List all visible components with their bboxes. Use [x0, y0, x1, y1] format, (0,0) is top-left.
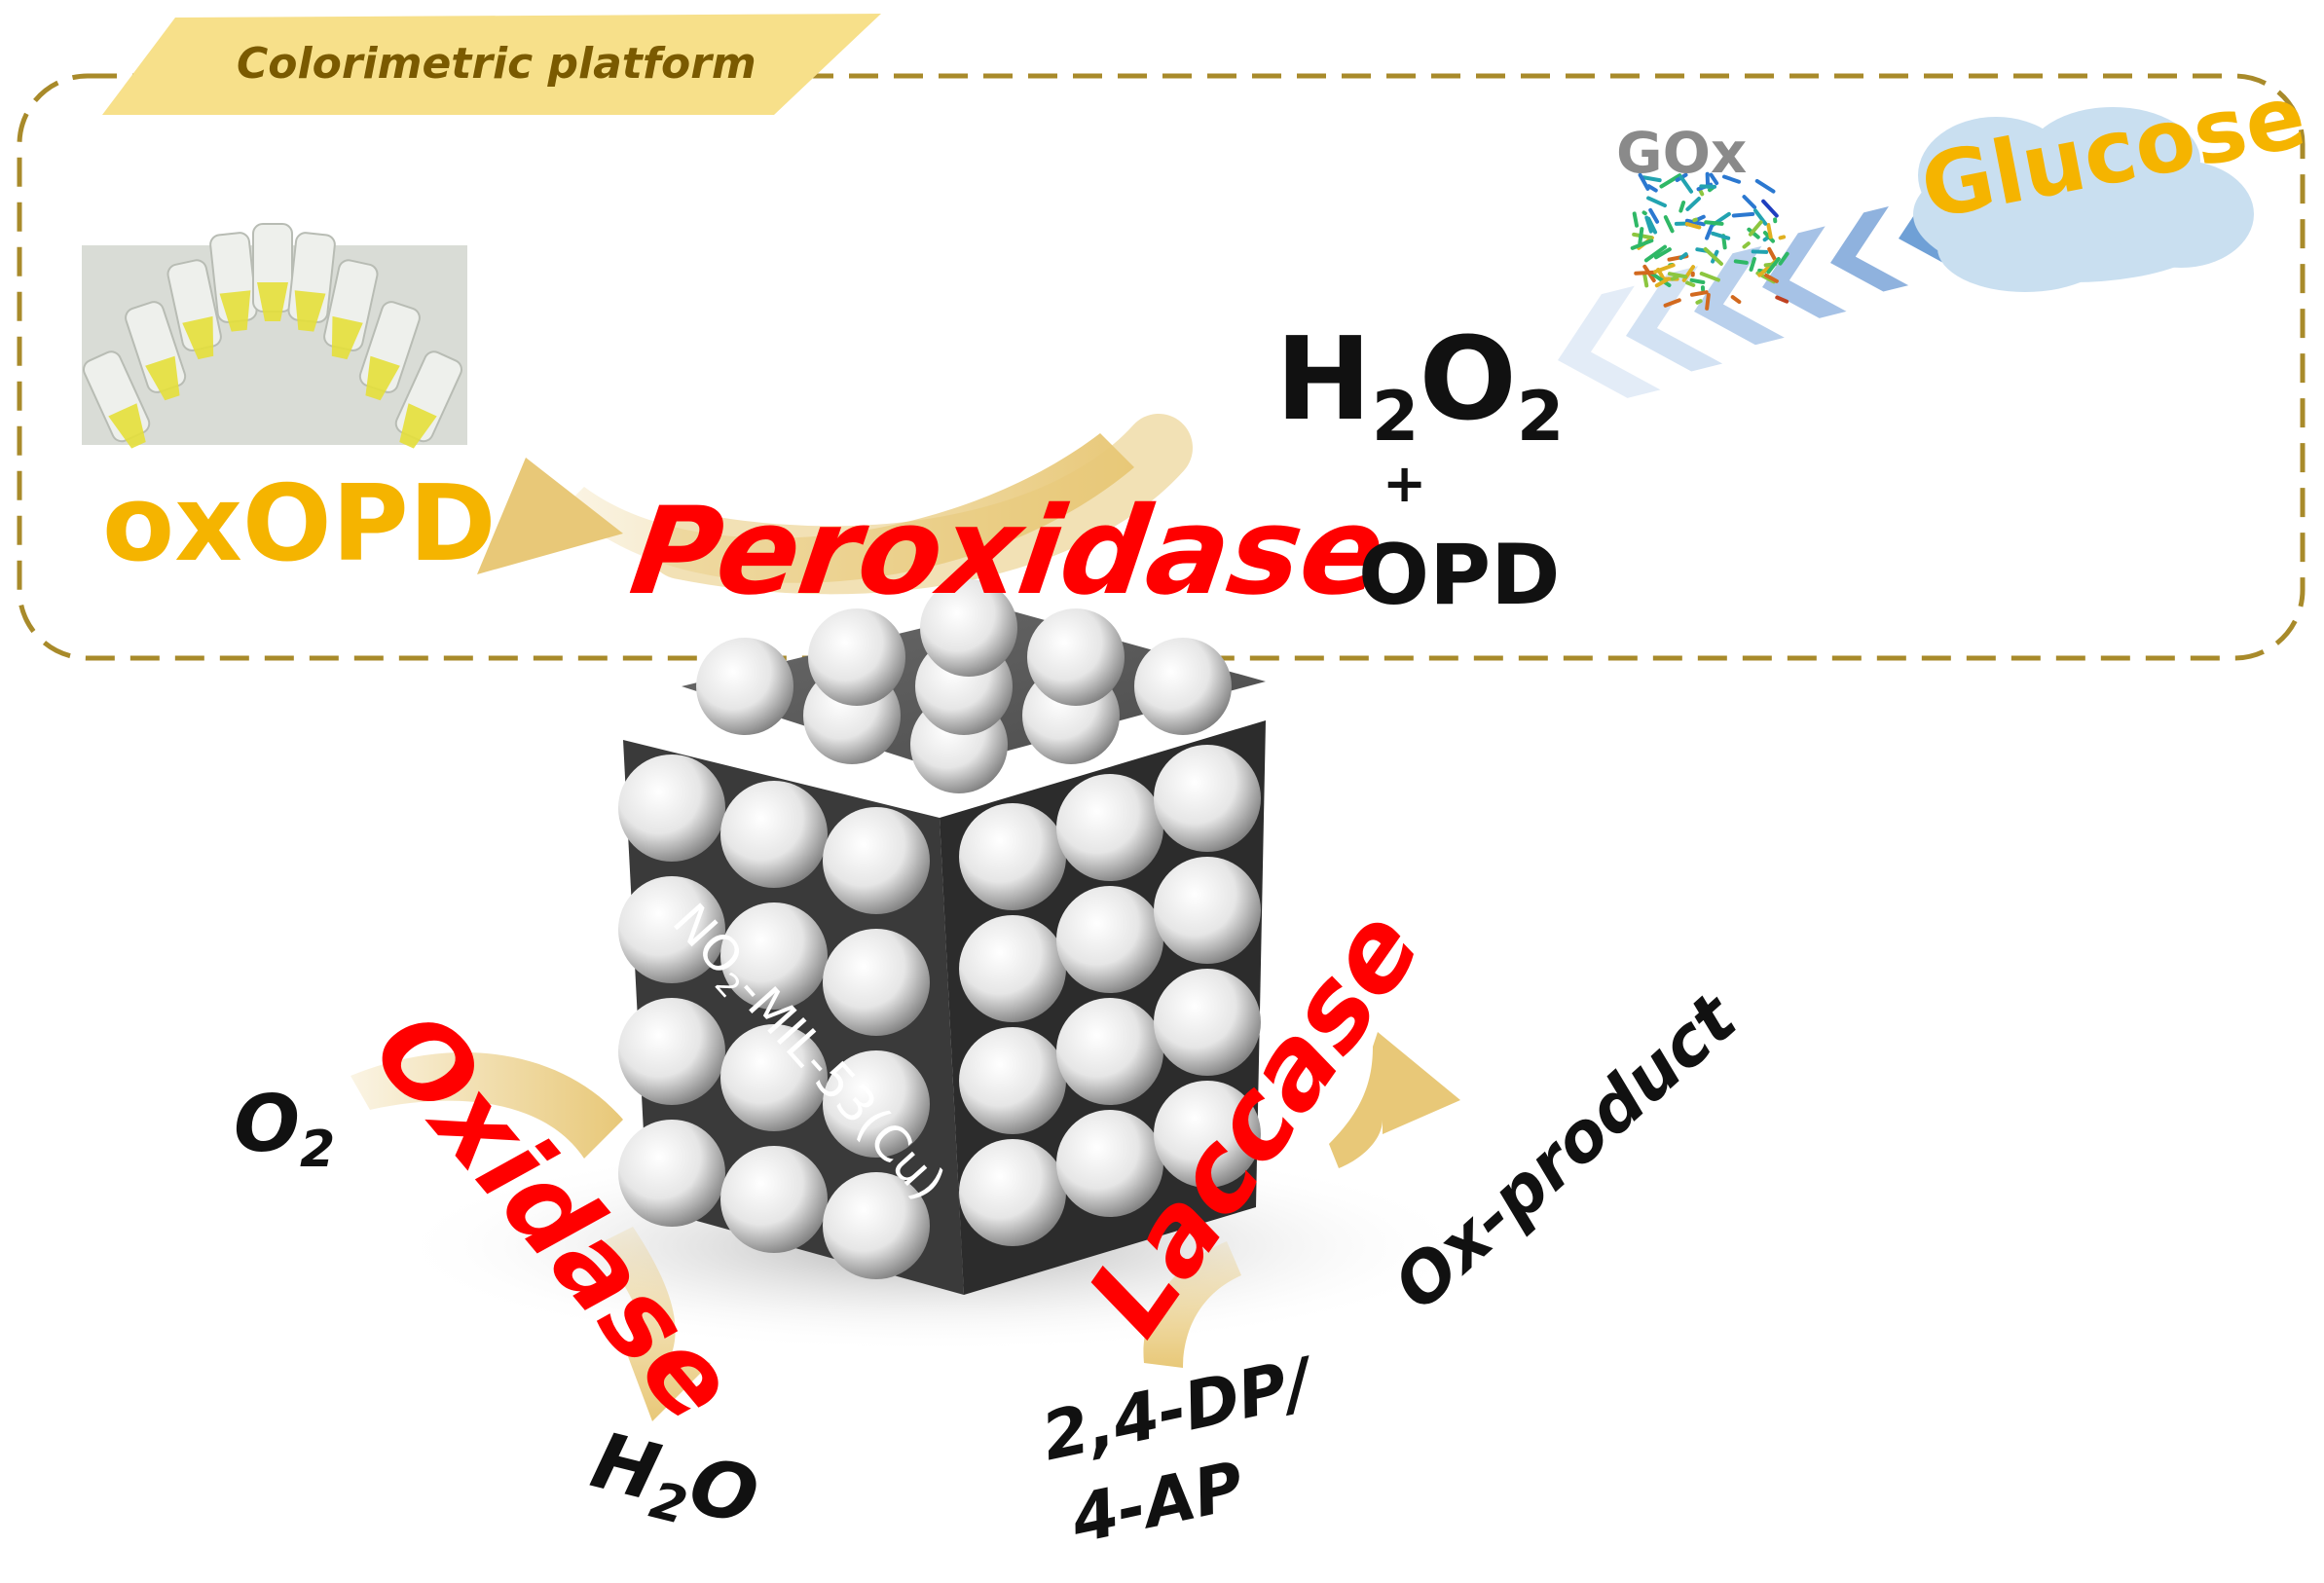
tube-photo: [82, 223, 467, 449]
sphere: [720, 1024, 828, 1131]
sphere: [618, 1120, 725, 1227]
oxopd-label: oxOPD: [102, 463, 497, 585]
peroxidase-arrow-band: [647, 414, 1193, 595]
sphere: [618, 755, 725, 862]
chevron-icon: [1899, 186, 1971, 266]
chevron-icon: [1694, 245, 1785, 346]
tube: [166, 259, 222, 360]
tube: [358, 301, 421, 401]
h2o2-label: H2O2: [1275, 312, 1565, 457]
banner-title: Colorimetric platform: [237, 39, 756, 89]
peroxidase-arrow-head: [477, 458, 623, 574]
chevron-icon: [1762, 226, 1847, 318]
laccase-arrow-out: [1329, 1032, 1460, 1168]
sphere: [823, 1050, 930, 1158]
o2-label: O2: [234, 1079, 336, 1179]
sphere: [823, 929, 930, 1036]
sphere: [1056, 774, 1163, 881]
tube: [252, 223, 293, 321]
sphere: [1056, 886, 1163, 993]
sphere: [720, 1146, 828, 1253]
sphere: [823, 1172, 930, 1279]
sphere: [959, 915, 1066, 1022]
sphere: [1154, 969, 1261, 1076]
sphere: [959, 803, 1066, 910]
plus-sign: +: [1383, 453, 1427, 514]
oxidase-arrow-out: [594, 1227, 711, 1421]
banner-shape: [102, 14, 881, 115]
sphere: [720, 781, 828, 888]
sphere: [618, 998, 725, 1105]
tube: [125, 301, 187, 401]
chevron-icon: [1558, 285, 1661, 398]
gox-label: GOx: [1616, 120, 1748, 186]
chevron-icon: [1626, 266, 1723, 372]
tube: [394, 350, 462, 449]
tube: [209, 232, 258, 332]
cube-spheres: [618, 579, 1261, 1279]
sphere: [1056, 998, 1163, 1105]
cloud-shape: [1913, 107, 2254, 292]
gox-protein-icon: [1630, 171, 1789, 311]
sphere: [1027, 608, 1125, 706]
sphere: [959, 1139, 1066, 1246]
chevron-icon: [1830, 205, 1909, 292]
sphere: [1154, 745, 1261, 852]
sphere: [1154, 857, 1261, 964]
sphere: [959, 1027, 1066, 1134]
tube: [83, 350, 151, 449]
sphere: [696, 638, 793, 735]
sphere: [823, 807, 930, 914]
sphere: [1056, 1110, 1163, 1217]
sphere: [920, 579, 1017, 677]
sphere: [1134, 638, 1232, 735]
sphere: [808, 608, 905, 706]
sphere: [1154, 1081, 1261, 1188]
tube: [323, 259, 379, 360]
peroxidase-label: Peroxidase: [622, 482, 1393, 622]
tube: [287, 232, 336, 332]
oxidase-arrow-in: [350, 1051, 623, 1159]
sphere: [720, 902, 828, 1010]
opd-label: OPD: [1358, 527, 1561, 624]
laccase-arrow-in: [1143, 1241, 1241, 1368]
sphere: [618, 876, 725, 983]
